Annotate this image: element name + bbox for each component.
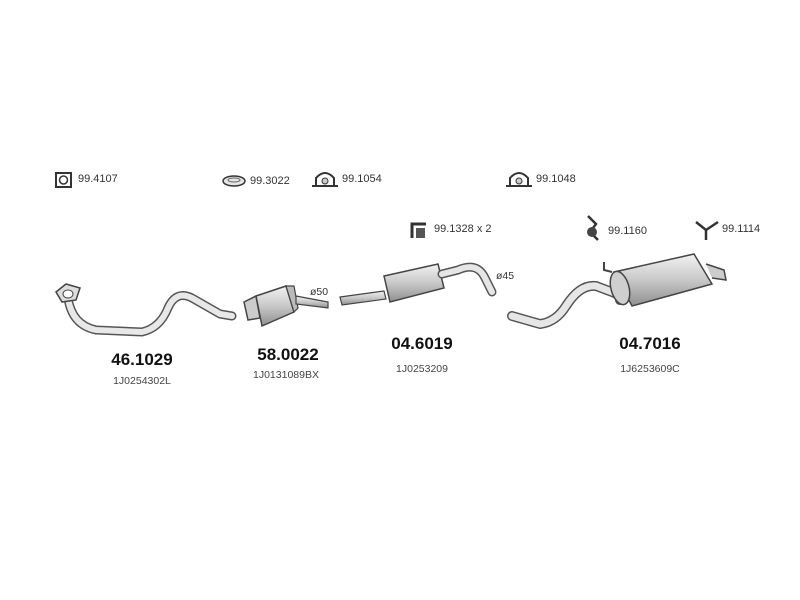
oem-number: 1J0131089BX: [253, 369, 319, 381]
accessory-label: 99.3022: [250, 175, 290, 187]
catalytic-converter-drawing: [243, 285, 329, 328]
part-number[interactable]: 58.0022: [257, 345, 319, 364]
bracket-icon: [410, 222, 426, 238]
accessory-label: 99.1160: [608, 225, 647, 237]
accessory-label: 99.1114: [722, 223, 761, 235]
part-number[interactable]: 46.1029: [111, 350, 173, 369]
rubber-hanger-icon: [587, 215, 599, 241]
y-hanger-icon: [695, 220, 719, 240]
part-number[interactable]: 04.6019: [391, 334, 453, 353]
accessory-label: 99.1328 x 2: [434, 223, 492, 235]
diameter-label: ø45: [496, 270, 515, 282]
oem-number: 1J0253209: [396, 363, 448, 375]
gasket-ring-icon: [222, 175, 246, 187]
u-clamp-icon: [312, 172, 338, 187]
diameter-label: ø50: [310, 286, 329, 298]
u-clamp-icon: [506, 172, 532, 187]
rear-silencer-drawing: [507, 253, 727, 329]
accessory-label: 99.4107: [78, 173, 118, 185]
middle-silencer-drawing: [339, 262, 497, 306]
part-number[interactable]: 04.7016: [619, 334, 681, 353]
accessory-label: 99.1054: [342, 173, 382, 185]
front-pipe-drawing: [55, 283, 237, 337]
accessory-label: 99.1048: [536, 173, 576, 185]
square-clamp-icon: [55, 172, 72, 188]
oem-number: 1J0254302L: [113, 375, 171, 387]
oem-number: 1J6253609C: [620, 363, 680, 375]
